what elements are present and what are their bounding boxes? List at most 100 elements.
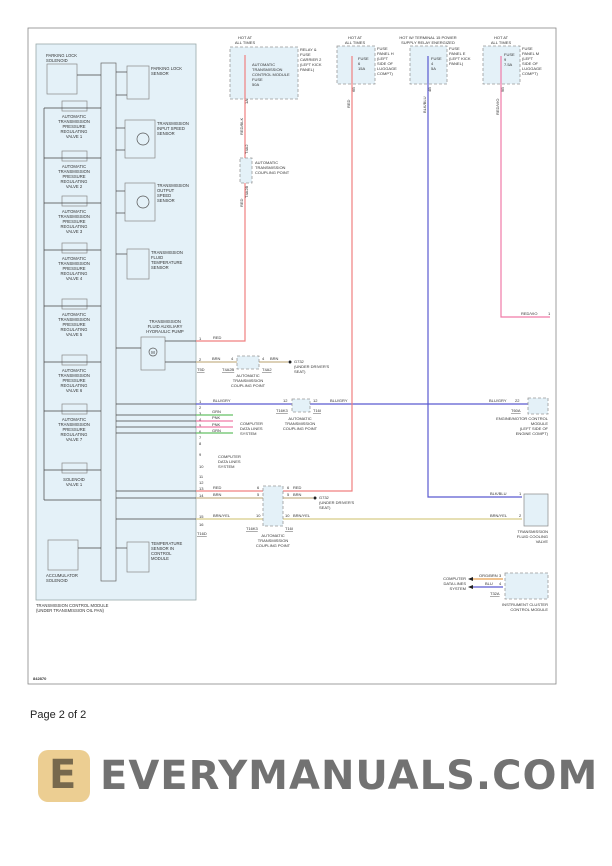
label-line: AUTOMATIC — [252, 62, 275, 67]
label-line: 15A — [358, 66, 365, 71]
label-line: TRANSMISSION — [58, 214, 90, 219]
diagram-label: PNK — [212, 415, 221, 420]
diagram-label: 2 — [199, 405, 202, 410]
label-line: PANEL M — [522, 51, 539, 56]
arrow-icon — [468, 585, 473, 589]
label-line: INSTRUMENT CLUSTER — [502, 602, 548, 607]
diagram-label: 11 — [199, 474, 204, 479]
label-line: TRANSMISSION — [157, 183, 189, 188]
ground-icon — [288, 360, 292, 364]
label-line: FUSE — [300, 52, 311, 57]
diagram-label: 6 — [257, 485, 260, 490]
label-line: (UNDER DRIVER'S — [319, 500, 355, 505]
connector-t5d: T5D — [197, 367, 205, 372]
label-line: PRESSURE — [62, 378, 85, 383]
label-line: FUSE — [252, 77, 263, 82]
label-line: ACCUMULATOR — [46, 573, 78, 578]
label-line: TEMPERATURE — [151, 260, 183, 265]
speed-sensor-icon — [136, 132, 150, 146]
label-line: SIDE OF — [377, 61, 394, 66]
diagram-label: RED/BLK — [239, 118, 244, 135]
label-line: G732 — [319, 495, 330, 500]
label-line: REGULATING — [61, 224, 88, 229]
label-line: SIDE OF — [522, 61, 539, 66]
diagram-label: 22 — [515, 398, 520, 403]
diagram-label: 9B — [500, 87, 505, 92]
diagram-label: RED — [346, 99, 351, 108]
diagram-label: RED/VIO — [495, 99, 500, 115]
label-line: LUGGAGE — [377, 66, 397, 71]
label-line: FUSE — [431, 56, 442, 61]
diagram-label: 5 — [199, 423, 202, 428]
diagram-label: T16I — [313, 408, 321, 413]
label-line: SENSOR — [157, 131, 175, 136]
connector-t16d: T16D — [197, 531, 207, 536]
diagram-label: BRN/YEL — [490, 513, 508, 518]
diagram-id: 842870 — [33, 676, 47, 681]
label-line: VALVE 2 — [66, 184, 83, 189]
label-line: TEMPERATURE — [151, 541, 183, 546]
label-line: 5A — [431, 66, 436, 71]
label-line: FUSE — [504, 52, 515, 57]
diagram-label: BRN — [213, 492, 222, 497]
diagram-label: T4A2 — [262, 367, 272, 372]
label-line: 50A — [252, 82, 259, 87]
label-line: REGULATING — [61, 383, 88, 388]
label-line: G732 — [294, 359, 305, 364]
label-line: SENSOR — [151, 265, 169, 270]
label-line: CARRIER 2 — [300, 57, 322, 62]
label-line: TRANSMISSION — [58, 422, 90, 427]
label-line: SPEED — [157, 193, 171, 198]
label-line: VALVE 1 — [66, 482, 83, 487]
diagram-label: 12 — [313, 398, 318, 403]
diagram-label: 14 — [199, 493, 204, 498]
motor-icon: M — [151, 350, 155, 355]
label-line: DATA LINES — [443, 581, 466, 586]
label-line: TRANSMISSION — [58, 261, 90, 266]
label-line: PARKING LOCK — [151, 66, 182, 71]
diagram-label: 5 — [287, 492, 290, 497]
label-line: TRANSMISSION — [149, 319, 181, 324]
label-line: MODULE — [151, 556, 169, 561]
label-line: SENSOR IN — [151, 546, 174, 551]
label-line: TRANSMISSION — [157, 121, 189, 126]
label-line: COMPT) — [522, 71, 538, 76]
diagram-label: 4 — [262, 356, 265, 361]
label-line: HOT AT — [238, 35, 253, 40]
label-line: COMPT) — [377, 71, 393, 76]
diagram-label: T4A2 — [244, 144, 249, 154]
label-line: AUTOMATIC — [62, 114, 86, 119]
label-line: TRANSMISSION — [252, 67, 283, 72]
label-line: DATA LINES — [218, 459, 241, 464]
label-line: HYDRAULIC PUMP — [146, 329, 184, 334]
diagram-label: T32A — [490, 591, 500, 596]
label-line: FUSE — [377, 46, 388, 51]
label-line: ALL TIMES — [491, 40, 512, 45]
label-line: COUPLING POINT — [231, 383, 266, 388]
label-line: SUPPLY RELAY ENERGIZED — [401, 40, 455, 45]
label-line: FUSE — [449, 46, 460, 51]
label-line: SYSTEM — [240, 431, 256, 436]
label-line: REGULATING — [61, 327, 88, 332]
label-line: PANEL) — [449, 61, 464, 66]
label-line: AUTOMATIC — [62, 164, 86, 169]
label-line: AUTOMATIC — [62, 312, 86, 317]
diagram-label: 7 — [199, 435, 202, 440]
